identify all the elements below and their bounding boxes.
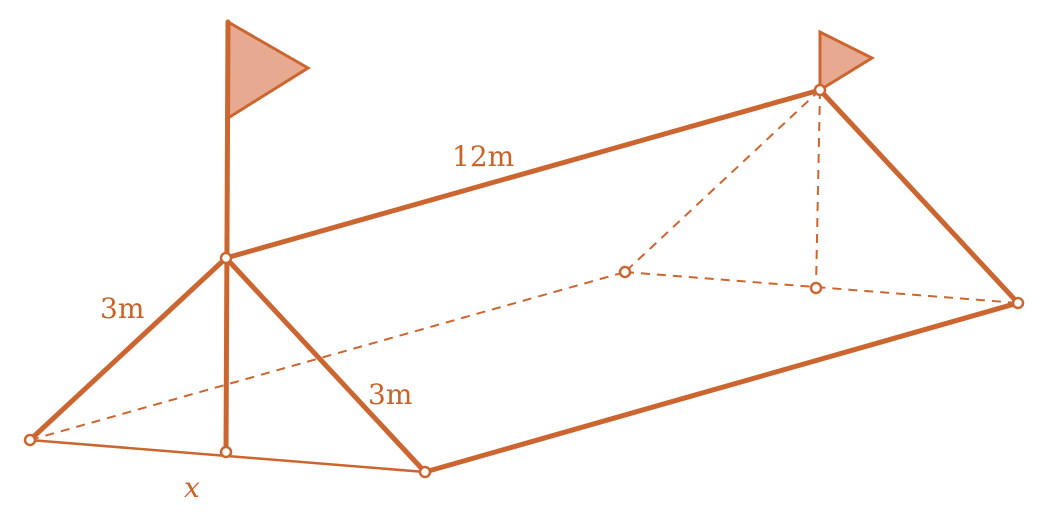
- vertex-back-right: [1011, 296, 1025, 310]
- half-base-label: x: [184, 471, 200, 504]
- vertex-markers: [23, 83, 1025, 479]
- hidden-back-slant-left: [624, 89, 821, 273]
- vertex-front-top: [219, 251, 233, 265]
- right-base-edge: [422, 300, 1021, 475]
- front-right-slant: [223, 255, 428, 475]
- front-flag: [226, 19, 311, 121]
- front-left-slant: [27, 255, 229, 443]
- vertex-front-right: [418, 465, 432, 479]
- left-slant-label: 3m: [100, 292, 144, 325]
- ridge-edge: [223, 87, 823, 261]
- vertex-back-top: [813, 83, 827, 97]
- ridge-length-label: 12m: [452, 140, 514, 173]
- hidden-back-height: [815, 89, 821, 289]
- back-right-slant: [817, 87, 1021, 306]
- vertex-back-foot: [809, 281, 823, 295]
- right-slant-label: 3m: [368, 378, 412, 411]
- visible-edges: [27, 19, 1021, 475]
- vertex-front-left: [23, 433, 37, 447]
- front-flag-pole: [223, 19, 231, 455]
- back-flag: [818, 29, 876, 93]
- hidden-long-base-edge: [29, 271, 626, 441]
- vertex-front-foot: [219, 445, 233, 459]
- vertex-back-left: [618, 265, 632, 279]
